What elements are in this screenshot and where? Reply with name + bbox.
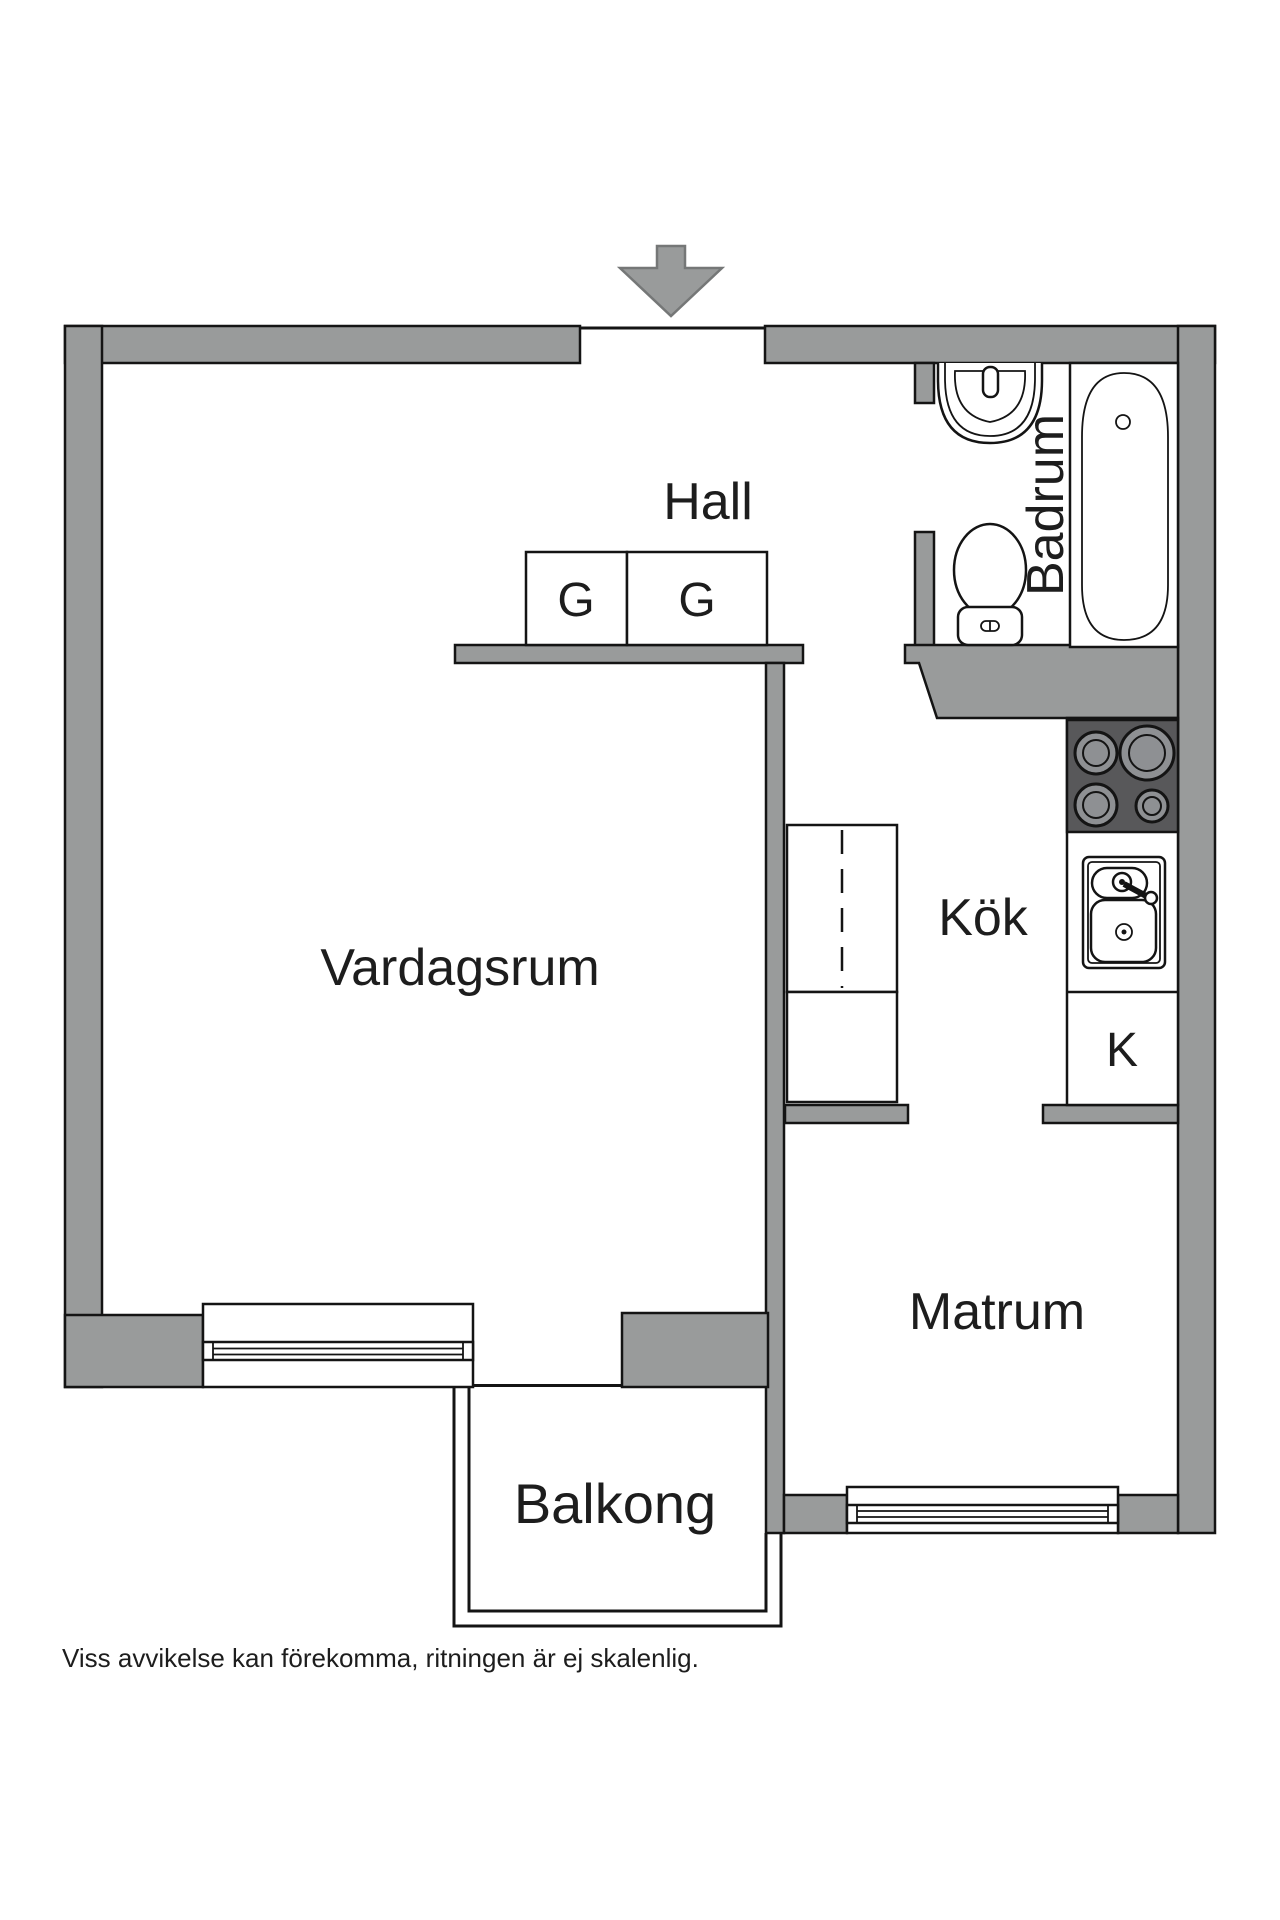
wall-livingroom-southwest	[63, 1313, 205, 1389]
wall-bathroom-south	[903, 643, 1180, 720]
wall-right	[1176, 324, 1217, 1535]
wall-livingroom-southeast	[620, 1311, 770, 1389]
room-label-balkong: Balkong	[514, 1472, 716, 1535]
kitchen-counter: K	[1065, 716, 1180, 1107]
wall-kitchen-south-right	[1041, 1103, 1180, 1125]
closet-right: G	[625, 550, 769, 647]
room-label-kok: Kök	[938, 889, 1029, 947]
kitchen-cabinets-west	[785, 823, 899, 1104]
kitchen-sink-icon	[1081, 855, 1167, 970]
toilet-icon	[952, 522, 1028, 647]
entry-arrow-icon	[616, 244, 726, 318]
wall-top-left	[63, 324, 582, 365]
closet-right-label: G	[678, 574, 715, 627]
bathtub-icon	[1068, 361, 1180, 649]
window-icon	[845, 1485, 1120, 1535]
stove-icon	[1065, 718, 1180, 834]
closet-left-label: G	[557, 574, 594, 627]
balcony-railing-icon	[452, 1387, 783, 1628]
bathroom-sink-icon	[936, 363, 1044, 445]
walls	[63, 324, 1217, 1535]
room-label-hall: Hall	[663, 473, 753, 531]
wall-kitchen-south-left	[783, 1103, 910, 1125]
wall-west-spine	[764, 661, 786, 1535]
room-label-matrum: Matrum	[909, 1283, 1085, 1341]
wall-diningroom-south-right	[1116, 1493, 1180, 1535]
room-label-badrum: Badrum	[1017, 414, 1075, 596]
window-icon	[201, 1302, 475, 1389]
wall-bathroom-stub-bottom	[913, 530, 936, 649]
fridge-label: K	[1106, 1024, 1138, 1077]
wall-bathroom-stub-top	[913, 361, 936, 405]
wall-hall-south	[453, 643, 805, 665]
room-label-vardagsrum: Vardagsrum	[320, 939, 599, 997]
wall-top-right	[763, 324, 1217, 365]
wall-diningroom-south-left	[782, 1493, 849, 1535]
wall-left	[63, 324, 104, 1389]
closet-left: G	[524, 550, 629, 647]
disclaimer-text: Viss avvikelse kan förekomma, ritningen …	[62, 1643, 699, 1673]
